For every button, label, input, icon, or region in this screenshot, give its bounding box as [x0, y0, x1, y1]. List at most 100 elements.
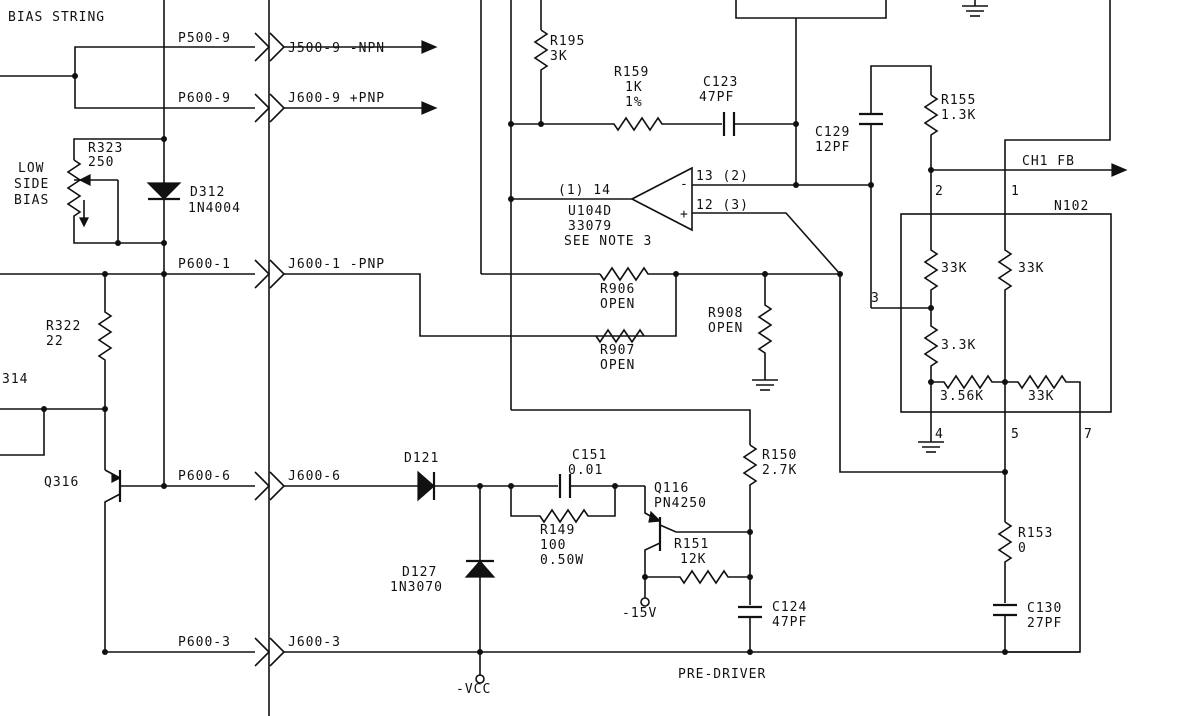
connector-p600-9: P600-9 J600-9 +PNP	[74, 76, 438, 123]
bias-label: BIAS	[14, 193, 49, 208]
c123-ref: C123	[703, 75, 738, 90]
pin-4: 4	[935, 427, 944, 442]
ground-top	[962, 5, 988, 17]
r908-resistor: R908 OPEN	[708, 274, 778, 391]
c123-capacitor: C123 47PF	[699, 75, 796, 136]
d127-diode: D127 1N3070	[390, 486, 496, 676]
r159-ref: R159	[614, 65, 649, 80]
opamp-part: 33079	[568, 219, 612, 234]
c124-value: 47PF	[772, 615, 807, 630]
q116-transistor: Q116 PN4250	[644, 481, 750, 577]
side-label: SIDE	[14, 177, 49, 192]
connector-p600-3: P600-3 J600-3	[105, 635, 1080, 667]
p600-3-label: P600-3	[178, 635, 231, 650]
r149-resistor: R149 100 0.50W	[510, 486, 616, 568]
r159-value: 1K	[625, 80, 643, 95]
r195-resistor: R195 3K	[533, 29, 585, 124]
ground-pin4	[918, 382, 944, 453]
net-re-value: 33K	[1028, 389, 1054, 404]
r150-resistor: R150 2.7K	[742, 444, 797, 605]
j600-6-label: J600-6	[288, 469, 341, 484]
r149-ref: R149	[540, 523, 575, 538]
opamp-ref: U104D	[568, 204, 612, 219]
pin-1: 1	[1011, 184, 1020, 199]
net-ra-value: 33K	[941, 261, 967, 276]
neg-vcc-label: -VCC	[456, 682, 491, 697]
u104d-opamp: - + (1) 14 13 (2) 12 (3) U104D 33079 SEE…	[511, 166, 841, 275]
r323-ref: R323	[88, 141, 123, 156]
d312-part: 1N4004	[188, 201, 241, 216]
pin-3: 3	[871, 291, 880, 306]
connector-p600-6: P600-6 J600-6	[164, 469, 418, 501]
opamp-note: SEE NOTE 3	[564, 234, 652, 249]
low-side-label: LOW	[18, 161, 44, 176]
r159-tol: 1%	[625, 95, 643, 110]
d127-part: 1N3070	[390, 580, 443, 595]
r323-potentiometer: R323 250	[66, 138, 164, 244]
d121-ref: D121	[404, 451, 439, 466]
c129-ref: C129	[815, 125, 850, 140]
title-bias-string: BIAS STRING	[8, 10, 105, 25]
c151-value: 0.01	[568, 463, 603, 478]
p500-9-label: P500-9	[178, 31, 231, 46]
d312-diode: D312 1N4004	[146, 182, 241, 216]
q316-transistor: Q316	[44, 469, 164, 652]
d127-ref: D127	[402, 565, 437, 580]
j600-1-label: J600-1 -PNP	[288, 257, 385, 272]
c129-value: 12PF	[815, 140, 850, 155]
neg-15v-terminal: -15V	[622, 577, 657, 621]
r323-value: 250	[88, 155, 114, 170]
opamp-minus: -	[680, 177, 689, 192]
p600-6-label: P600-6	[178, 469, 231, 484]
r906-ref: R906	[600, 282, 635, 297]
r907-value: OPEN	[600, 358, 635, 373]
c123-value: 47PF	[699, 90, 734, 105]
q116-ref: Q116	[654, 481, 689, 496]
d312-ref: D312	[190, 185, 225, 200]
r195-ref: R195	[550, 34, 585, 49]
r151-value: 12K	[680, 552, 706, 567]
r153-resistor: R153 0	[997, 521, 1053, 603]
r322-resistor: R322 22	[46, 274, 113, 470]
net-rb-value: 33K	[1018, 261, 1044, 276]
q316-ref: Q316	[44, 475, 79, 490]
r322-ref: R322	[46, 319, 81, 334]
r907-ref: R907	[600, 343, 635, 358]
ch1-fb-output: CH1 FB	[931, 154, 1128, 177]
r906-resistor: R906 OPEN	[599, 266, 840, 312]
r150-ref: R150	[762, 448, 797, 463]
pin-2: 2	[935, 184, 944, 199]
r153-ref: R153	[1018, 526, 1053, 541]
r149-power: 0.50W	[540, 553, 584, 568]
r149-value: 100	[540, 538, 566, 553]
n102-network: N102 1 2 3 4 5 7 33K 3.3K 33K 3.56K 33K	[871, 184, 1112, 653]
c151-ref: C151	[572, 448, 607, 463]
c151-capacitor: C151 0.01	[558, 448, 645, 498]
r322-value: 22	[46, 334, 64, 349]
d121-diode: D121	[404, 451, 558, 502]
r907-resistor: R907 OPEN	[595, 328, 645, 373]
net-rc-value: 3.3K	[941, 338, 976, 353]
neg-vcc-terminal: -VCC	[456, 674, 491, 697]
net-rd-value: 3.56K	[940, 389, 984, 404]
pin-5: 5	[1011, 427, 1020, 442]
j500-9-label: J500-9 -NPN	[288, 41, 385, 56]
neg-15v-label: -15V	[622, 606, 657, 621]
r195-value: 3K	[550, 49, 568, 64]
c130-ref: C130	[1027, 601, 1062, 616]
r155-value: 1.3K	[941, 108, 976, 123]
p600-1-label: P600-1	[178, 257, 231, 272]
q116-part: PN4250	[654, 496, 707, 511]
r906-value: OPEN	[600, 297, 635, 312]
j600-9-label: J600-9 +PNP	[288, 91, 385, 106]
c130-capacitor: C130 27PF	[993, 601, 1062, 652]
j600-3-label: J600-3	[288, 635, 341, 650]
r155-resistor: R155 1.3K	[923, 93, 976, 230]
c129-capacitor: C129 12PF	[815, 65, 932, 308]
r155-ref: R155	[941, 93, 976, 108]
ch1-fb-label: CH1 FB	[1022, 154, 1075, 169]
r151-ref: R151	[674, 537, 709, 552]
connector-p600-1: P600-1 J600-1 -PNP	[0, 257, 677, 337]
connector-p500-9: P500-9 J500-9 -NPN	[0, 31, 438, 77]
